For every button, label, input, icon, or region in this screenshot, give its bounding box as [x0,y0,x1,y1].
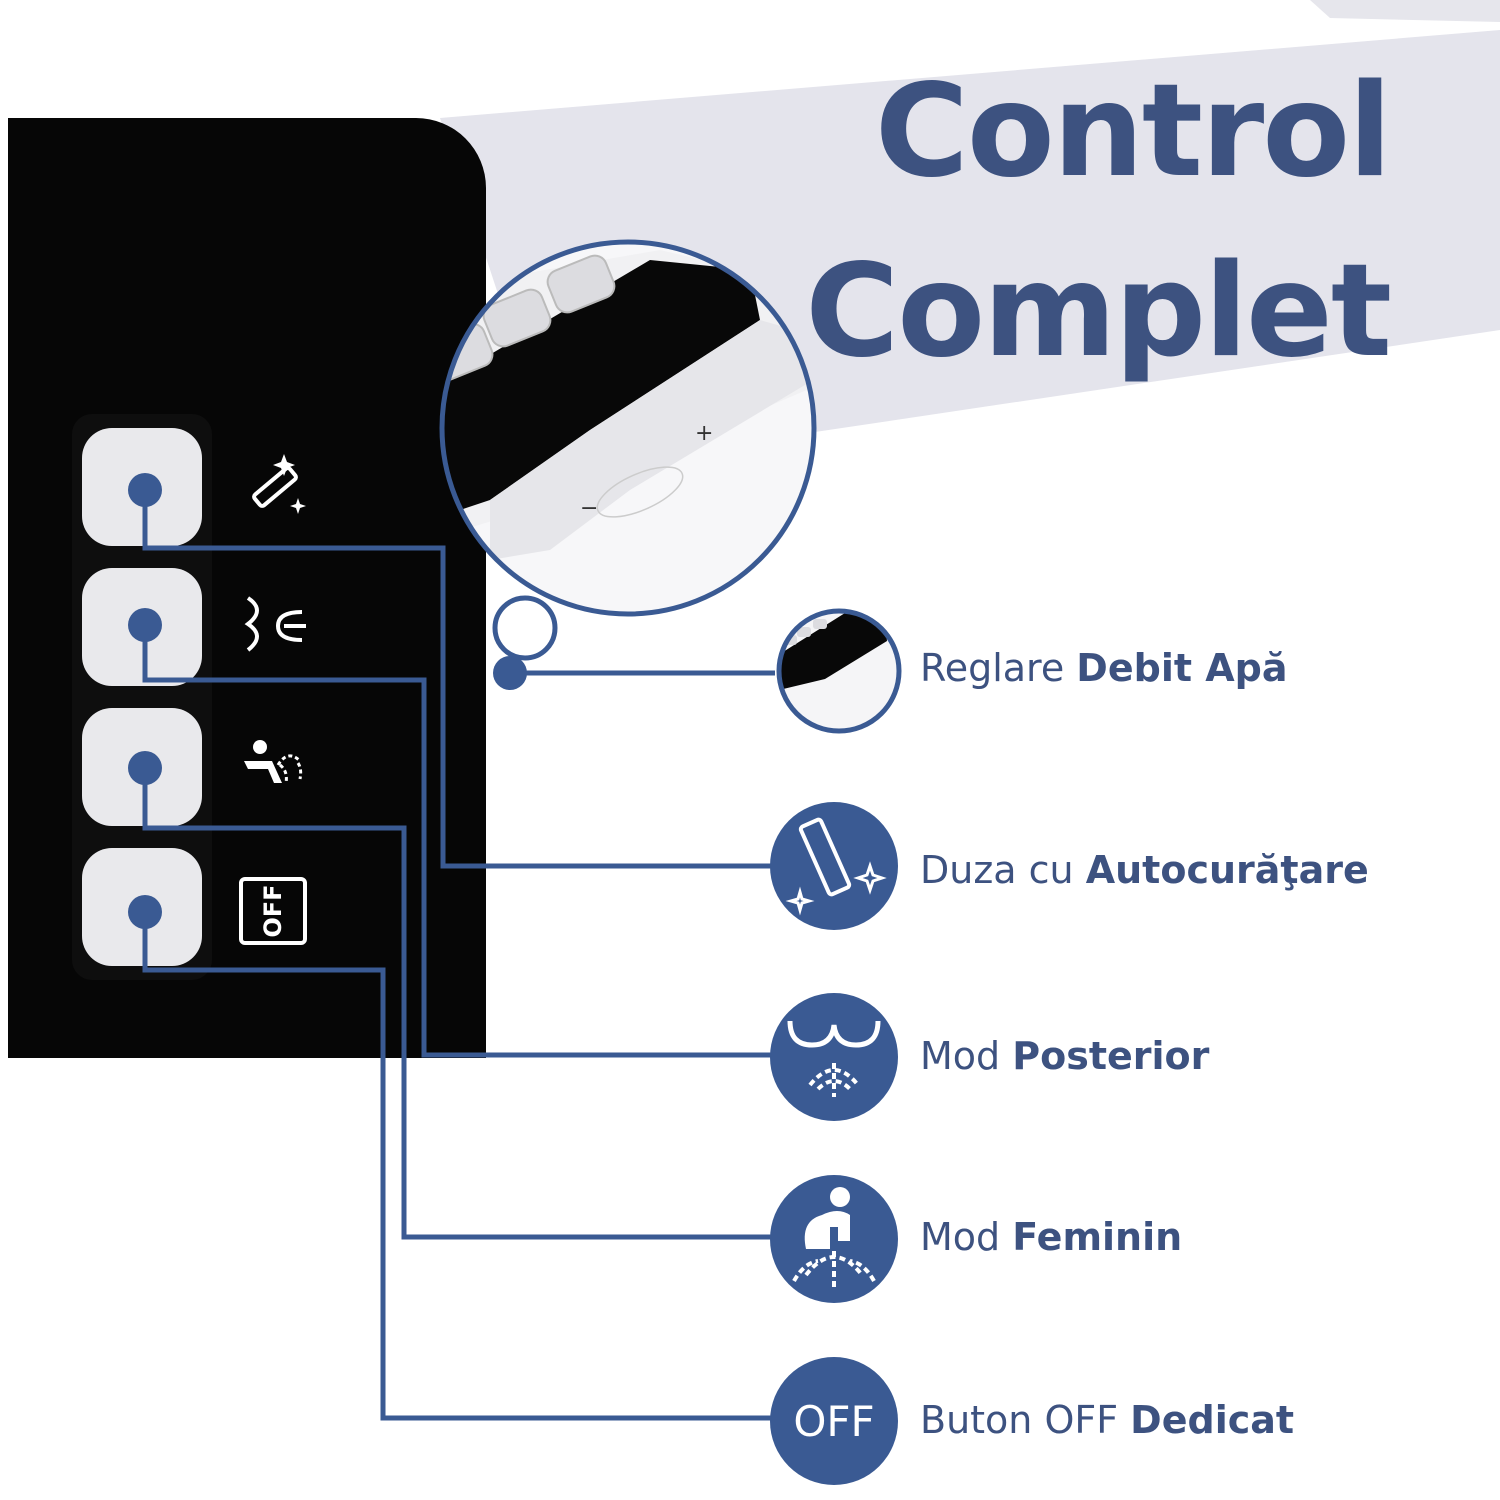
feature-label-off: Buton OFF Dedicat [920,1398,1295,1442]
feature-label-self-clean: Duza cu Autocurăţare [920,848,1369,892]
off-icon: OFF [239,877,307,945]
nozzle-clean-icon [252,454,306,514]
dial-minus-label: − [580,496,598,521]
title-line-2: Complet [805,237,1392,386]
flow-adjust-zoom-icon [776,608,902,734]
feminine-icon [244,740,303,784]
self-cleaning-nozzle-icon [770,802,898,930]
off-button-icon-text: OFF [793,1396,875,1446]
posterior-icon [244,596,306,652]
feature-label-feminine: Mod Feminin [920,1215,1183,1259]
posterior-wash-icon [770,993,898,1121]
off-button-icon: OFF [770,1357,898,1485]
dial-plus-label: + [695,421,713,446]
feature-label-flow: Reglare Debit Apă [920,646,1288,690]
feature-label-posterior: Mod Posterior [920,1034,1210,1078]
off-icon-text: OFF [259,884,287,937]
feminine-wash-icon [770,1175,898,1303]
title-line-1: Control [874,57,1392,206]
zoom-closeup: − + [439,239,817,617]
